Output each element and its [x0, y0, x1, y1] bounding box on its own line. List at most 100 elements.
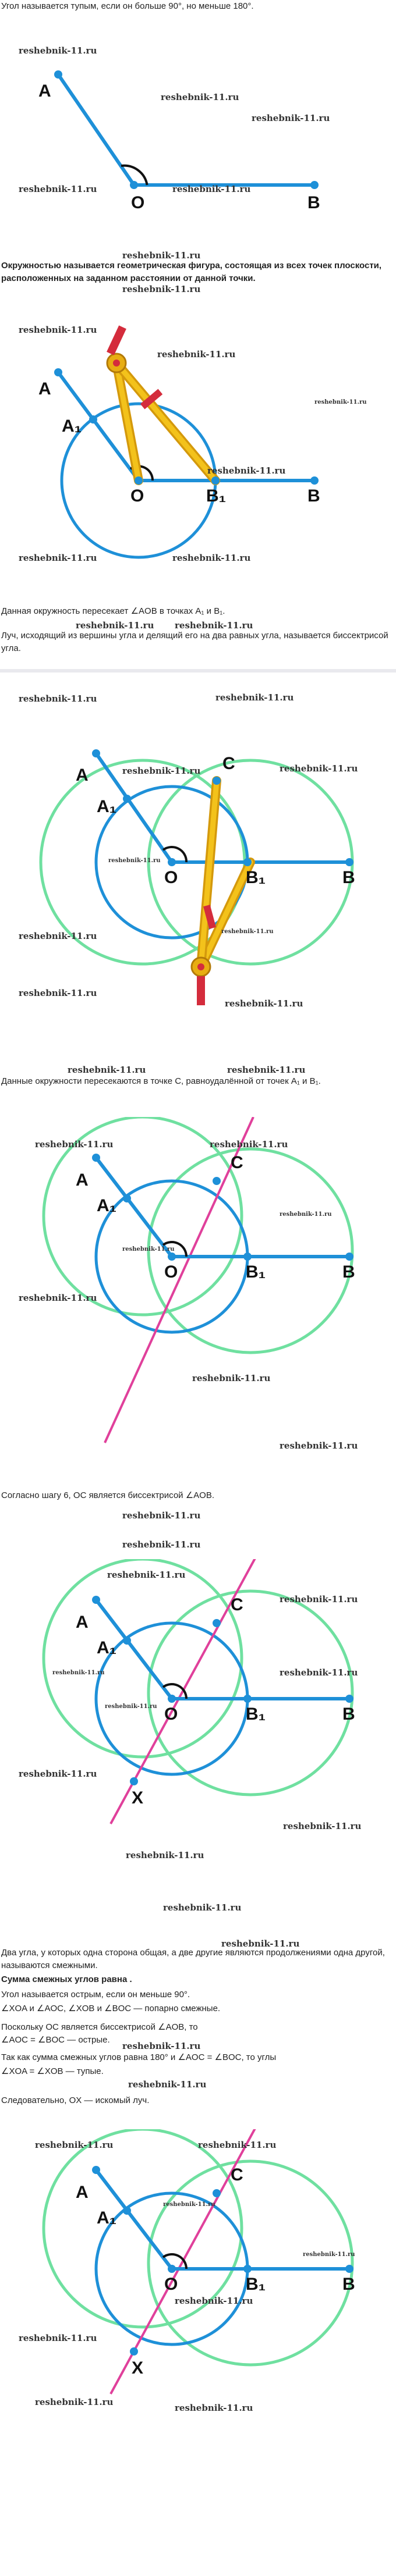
point-a: [92, 749, 100, 757]
point-x: [130, 1777, 138, 1785]
point-o: [168, 858, 176, 866]
watermark: reshebnik-11.ru: [314, 399, 367, 405]
point-b: [345, 2265, 353, 2273]
angle-arc: [162, 2253, 188, 2269]
text-acute-angle-definition: Угол называется острым, если он меньше 9…: [1, 1990, 190, 1999]
ray-oa: [56, 371, 140, 482]
point-b1: [243, 1253, 252, 1261]
label-a: A: [76, 1170, 89, 1190]
watermark: reshebnik-11.ru: [19, 45, 97, 56]
text-circle-intersects-angle: Данная окружность пересекает ∠AOB в точк…: [1, 606, 225, 616]
point-b: [310, 476, 319, 485]
point-o: [130, 181, 138, 189]
point-a: [92, 1596, 100, 1604]
label-a: A: [76, 766, 89, 785]
label-c: C: [231, 1153, 243, 1172]
circle-centered-a1: [42, 2129, 243, 2329]
text-obtuse-angle-definition: Угол называется тупым, если он больше 90…: [1, 1, 254, 11]
watermark: reshebnik-11.ru: [157, 349, 236, 360]
watermark: reshebnik-11.ru: [126, 1850, 204, 1860]
watermark: reshebnik-11.ru: [303, 2251, 355, 2258]
section-divider: [0, 669, 396, 673]
watermark: reshebnik-11.ru: [19, 693, 97, 704]
text-angles-acute: ∠AOC = ∠BOC — острые.: [1, 2035, 110, 2045]
text-since-oc-bisector: Поскольку OC является биссектрисой ∠AOB,…: [1, 2022, 198, 2032]
watermark: reshebnik-11.ru: [35, 2140, 114, 2150]
point-b1: [211, 476, 220, 485]
point-b1: [243, 858, 252, 866]
watermark: reshebnik-11.ru: [128, 2079, 207, 2090]
watermark: reshebnik-11.ru: [19, 931, 97, 941]
point-a1: [123, 795, 131, 803]
watermark: reshebnik-11.ru: [19, 184, 97, 194]
point-c: [213, 1177, 221, 1185]
watermark: reshebnik-11.ru: [122, 284, 201, 294]
point-a1: [123, 1636, 131, 1645]
watermark: reshebnik-11.ru: [122, 766, 201, 776]
angle-arc: [162, 1241, 188, 1257]
label-a1: A₁: [97, 1638, 116, 1657]
label-o: O: [131, 193, 144, 212]
watermark: reshebnik-11.ru: [192, 1373, 271, 1383]
label-b: B: [342, 2275, 355, 2294]
label-c: C: [231, 2165, 243, 2184]
ray-oa: [94, 1599, 174, 1700]
watermark: reshebnik-11.ru: [122, 2041, 201, 2051]
ray-oa: [94, 752, 174, 863]
point-a1: [89, 415, 97, 424]
watermark: reshebnik-11.ru: [76, 620, 154, 631]
label-a: A: [38, 81, 51, 101]
watermark: reshebnik-11.ru: [210, 1139, 288, 1150]
text-angles-obtuse: ∠XOA = ∠XOB — тупые.: [1, 2066, 104, 2076]
label-x: X: [132, 2358, 143, 2378]
watermark: reshebnik-11.ru: [215, 692, 294, 703]
point-a: [92, 1154, 100, 1162]
point-o: [168, 1695, 176, 1703]
point-a: [54, 368, 62, 376]
label-b: B: [307, 486, 320, 506]
watermark: reshebnik-11.ru: [280, 763, 358, 774]
watermark: reshebnik-11.ru: [175, 2296, 253, 2306]
label-b1: B₁: [246, 1262, 266, 1282]
label-b1: B₁: [246, 2275, 266, 2294]
point-c: [213, 2189, 221, 2197]
point-a: [92, 2166, 100, 2174]
watermark: reshebnik-11.ru: [35, 1139, 114, 1150]
label-b: B: [342, 1705, 355, 1724]
ray-oa: [56, 73, 136, 186]
label-c: C: [222, 754, 235, 773]
label-a: A: [38, 379, 51, 399]
text-sum-adjacent-angles: Сумма смежных углов равна .: [1, 1974, 132, 1984]
label-o: O: [164, 2275, 178, 2294]
text-adjacent-angles-definition: Два угла, у которых одна сторона общая, …: [1, 1948, 385, 1970]
point-b: [310, 181, 319, 189]
circle-centered-b1: [147, 1147, 354, 1354]
watermark: reshebnik-11.ru: [35, 2397, 114, 2407]
watermark: reshebnik-11.ru: [280, 1440, 358, 1451]
figure-final: A A₁ C O B₁ B X: [42, 2129, 355, 2394]
watermark: reshebnik-11.ru: [225, 998, 303, 1009]
angle-arc: [162, 1683, 188, 1699]
watermark: reshebnik-11.ru: [108, 858, 161, 864]
watermark: reshebnik-11.ru: [19, 988, 97, 998]
figure-two-circles-compass: A A₁ C O B₁ B: [39, 749, 355, 1005]
watermark: reshebnik-11.ru: [221, 928, 274, 935]
watermark: reshebnik-11.ru: [161, 92, 239, 102]
text-since-sum-180: Так как сумма смежных углов равна 180° и…: [1, 2052, 277, 2062]
label-b1: B₁: [206, 486, 226, 506]
figure-ray-ox: A A₁ C O B₁ B X: [42, 1559, 355, 1824]
circle-centered-b1: [147, 1589, 354, 1796]
watermark: reshebnik-11.ru: [19, 1293, 97, 1303]
angle-arc: [121, 164, 148, 186]
circle-centered-a1: [42, 1117, 243, 1317]
watermark: reshebnik-11.ru: [283, 1821, 362, 1831]
point-x: [130, 2347, 138, 2356]
label-b: B: [342, 868, 355, 887]
watermark: reshebnik-11.ru: [175, 620, 253, 631]
circle-centered-a1: [42, 1559, 243, 1759]
label-a1: A₁: [97, 797, 116, 816]
ray-oa: [94, 2169, 174, 2270]
watermark: reshebnik-11.ru: [105, 1703, 157, 1710]
point-b1: [243, 2265, 252, 2273]
text-circle-definition: Окружностью называется геометрическая фи…: [1, 261, 382, 283]
